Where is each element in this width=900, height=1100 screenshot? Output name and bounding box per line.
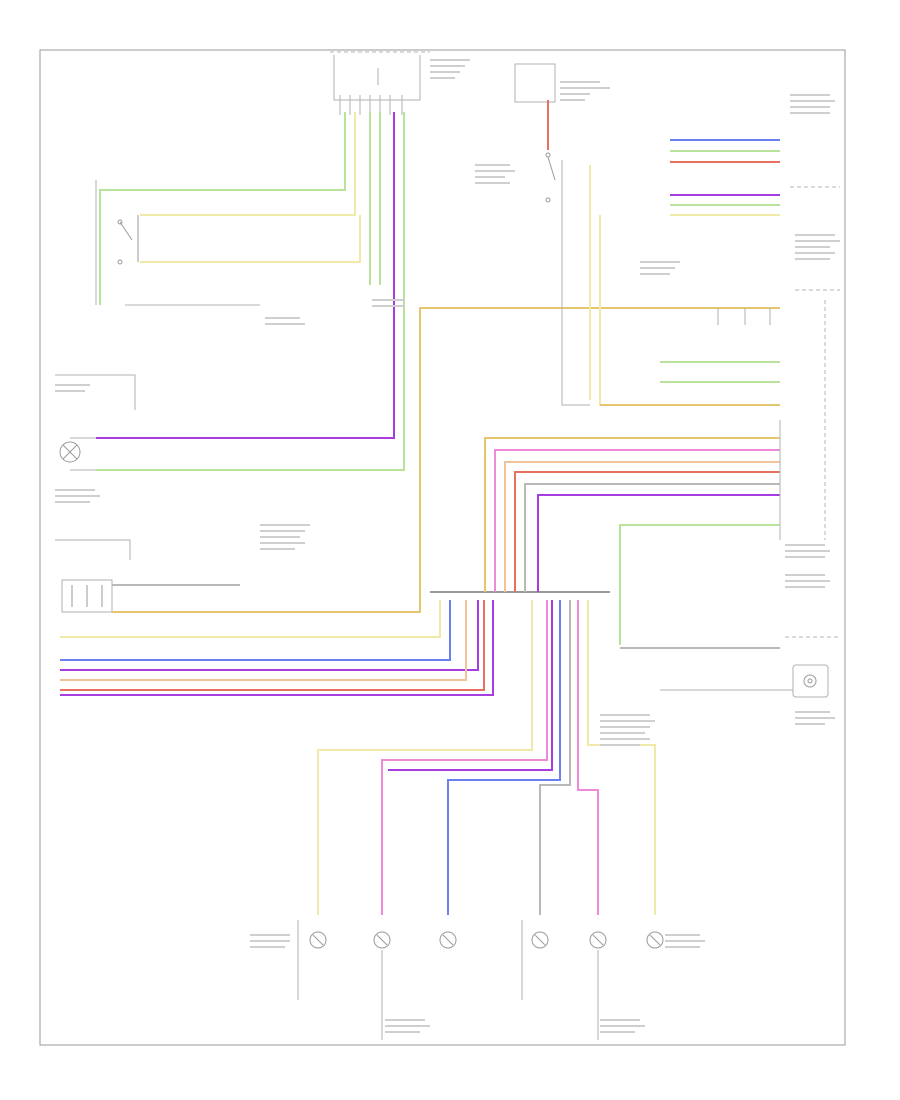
lamp-right-1-icon (531, 931, 549, 949)
wire-green-bundle-1 (99, 112, 346, 305)
relay-module-outline (333, 55, 421, 101)
steering-column-switch-icon (545, 152, 556, 203)
camera-icon (803, 674, 817, 688)
wire-violet-bus (60, 600, 479, 671)
wire-blue-lamp-l3 (447, 600, 561, 915)
wire-green-right (619, 524, 780, 645)
wire-gray-lamp-r1 (539, 600, 571, 915)
wire-red-top (514, 471, 780, 592)
wire-violet-top (537, 494, 780, 592)
camera-box (792, 664, 829, 698)
wire-tan-top (484, 437, 780, 592)
wire-tan-headlamp (112, 307, 780, 613)
light-switch-bracket (55, 374, 136, 410)
lamp-left-3-icon (439, 931, 457, 949)
wire-pink-top (494, 449, 780, 592)
seat-switch-left-icon (117, 215, 139, 265)
diagram-frame (39, 49, 846, 1046)
ground-stubs (717, 308, 771, 325)
wire-blue-bus (60, 600, 451, 661)
wire-tan-bus (60, 600, 441, 638)
lamp-right-3-icon (646, 931, 664, 949)
steering-switch-lead (561, 160, 590, 406)
steering-column-switch-box (514, 63, 556, 103)
wire-yellow-bundle (140, 112, 356, 216)
relay-pins (339, 95, 403, 115)
lamp-left-2-icon (373, 931, 391, 949)
wire-tan-lamp-l1 (317, 600, 533, 915)
wire-green-main (96, 112, 405, 471)
wire-gray-top (524, 483, 780, 592)
wire-violet-main (96, 112, 395, 439)
light-switch-icon (59, 441, 81, 463)
headlamp-switch-bracket (55, 539, 131, 560)
lamp-right-2-icon (589, 931, 607, 949)
wire-orange-top (504, 461, 780, 592)
wire-pink-lamp-l2 (381, 600, 548, 915)
lamp-left-1-icon (309, 931, 327, 949)
headlamp-switch-box (61, 579, 113, 613)
wire-violet-bus-2 (60, 600, 494, 696)
headlamp-switch-icon (71, 585, 103, 607)
wire-pink-lamp-r2 (577, 600, 599, 915)
light-switch-tap (70, 437, 96, 471)
wire-red-bus (60, 600, 485, 691)
wire-yellow-vertical-2 (599, 215, 780, 406)
wire-orange-bus (60, 600, 467, 681)
label-placeholders (55, 59, 840, 1033)
wire-yellow-bundle-2 (140, 215, 361, 263)
wire-violet-lamp-l2 (388, 600, 553, 771)
